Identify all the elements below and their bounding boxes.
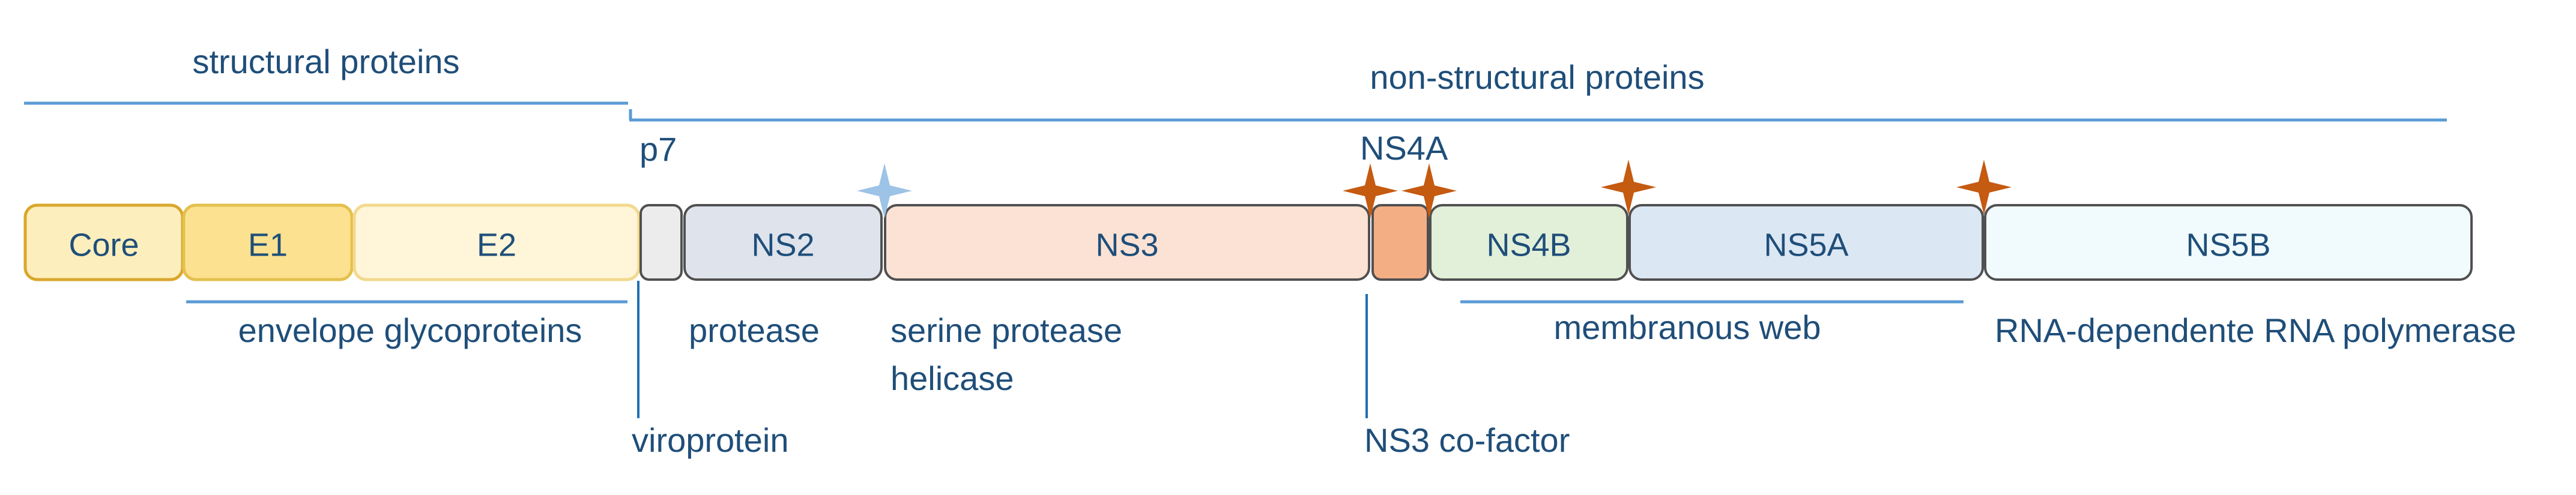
segment-ns3-box: [884, 204, 1370, 281]
structural-proteins-label: structural proteins: [192, 43, 459, 80]
helicase-label: helicase: [890, 359, 1014, 397]
segment-ns4a: [1371, 204, 1429, 281]
p7-above-label: p7: [639, 130, 677, 168]
segment-ns3-label: NS3: [1095, 227, 1158, 263]
cleavage-markers: [857, 160, 2012, 218]
segment-e2-label: E2: [477, 227, 516, 263]
ns4a-above-label: NS4A: [1360, 129, 1448, 167]
segment-e1-box: [182, 203, 354, 281]
segment-ns5a-label: NS5A: [1764, 227, 1848, 263]
segment-ns4a-box: [1371, 204, 1429, 281]
cleavage-star-ns4a-ns4b: [1401, 163, 1457, 218]
cleavage-star-ns4b-ns5a: [1601, 160, 1656, 215]
segment-ns5b: NS5B: [1984, 204, 2473, 281]
segment-ns4b-label: NS4B: [1486, 227, 1571, 263]
segment-e1-label: E1: [248, 227, 288, 263]
segment-ns5b-label: NS5B: [2186, 227, 2270, 263]
segment-core: Core: [23, 203, 184, 281]
protease-label: protease: [689, 311, 820, 349]
segment-e2: E2: [352, 203, 641, 281]
segment-ns5a-box: [1628, 204, 1984, 281]
segment-ns4b-box: [1429, 204, 1628, 281]
segment-e2-box: [352, 203, 641, 281]
segment-ns4b: NS4B: [1429, 204, 1628, 281]
ns3-cofactor-label: NS3 co-factor: [1364, 421, 1570, 459]
viroprotein-label: viroprotein: [632, 421, 788, 459]
segment-p7-box: [639, 204, 683, 281]
segment-core-label: Core: [68, 227, 139, 263]
segment-ns5a: NS5A: [1628, 204, 1984, 281]
segment-e1: E1: [182, 203, 354, 281]
non-structural-proteins-label: non-structural proteins: [1370, 58, 1704, 96]
segment-ns3: NS3: [884, 204, 1370, 281]
segment-ns2-box: [683, 204, 883, 281]
serine-protease-label: serine protease: [890, 311, 1122, 349]
cleavage-star-ns2-ns3: [857, 163, 912, 218]
membranous-web-label: membranous web: [1553, 308, 1821, 346]
rna-polymerase-label: RNA-dependente RNA polymerase: [1995, 311, 2516, 349]
cleavage-star-ns5a-ns5b: [1956, 160, 2012, 215]
cleavage-star-ns3-ns4a: [1343, 163, 1398, 218]
segment-ns2-label: NS2: [751, 227, 814, 263]
segment-ns2: NS2: [683, 204, 883, 281]
envelope-glycoproteins-label: envelope glycoproteins: [238, 311, 582, 349]
segment-ns5b-box: [1984, 204, 2473, 281]
segment-p7: [639, 204, 683, 281]
